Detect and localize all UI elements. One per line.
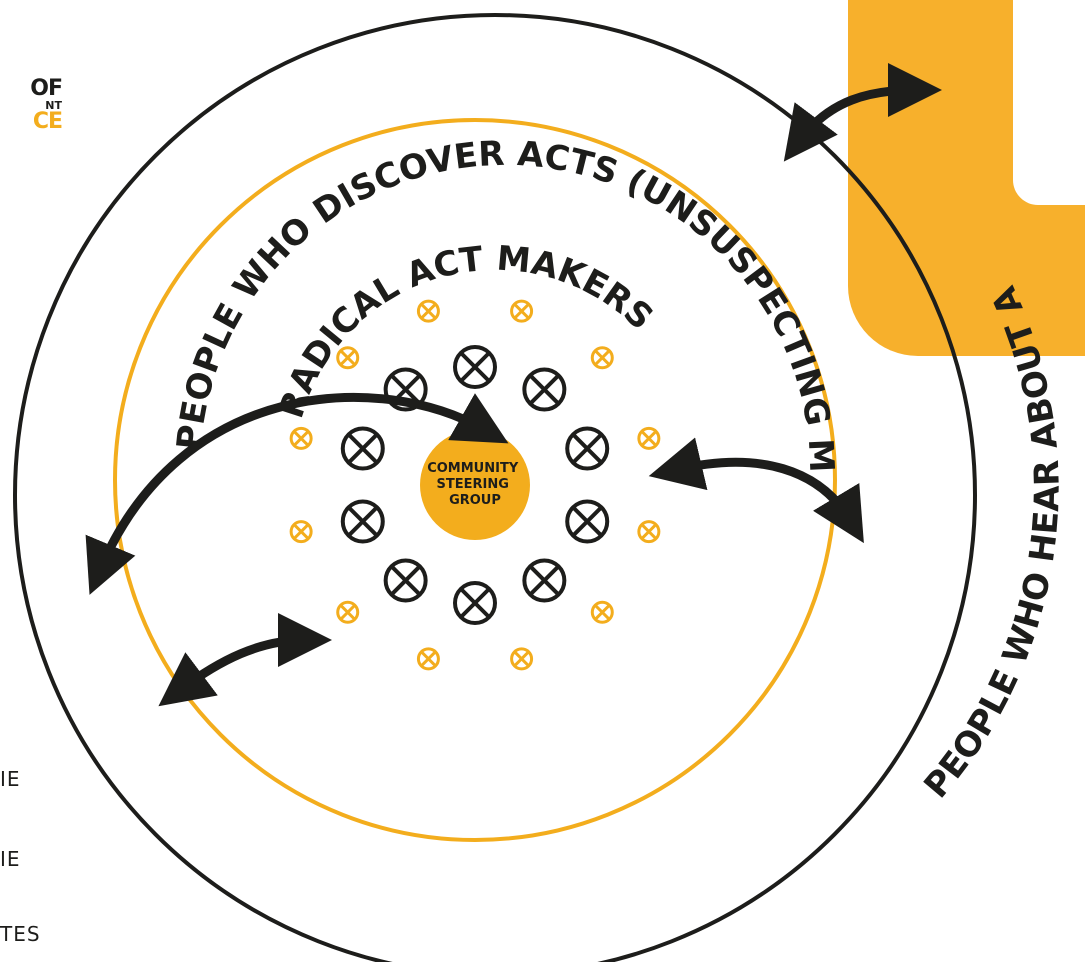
arrow-bottom-left [158,613,332,707]
orange-x-icon [336,346,360,370]
act-maker-x-icon [453,581,497,625]
act-maker-x-icon [383,558,428,603]
orange-x-icon [416,647,440,671]
act-maker-x-icon [453,345,497,389]
arrow-left [85,392,509,595]
logo: OF NT CE [0,76,63,134]
outer-ring [13,13,977,962]
orange-x-icon [336,600,360,624]
orange-x-icon [416,299,440,323]
orange-x-icon [289,520,313,544]
logo-line-2: NT [45,99,62,112]
orange-x-icon [510,299,534,323]
orange-x-icon [289,426,313,450]
act-maker-x-icon [522,558,567,603]
arrow-right [648,437,864,544]
act-maker-x-icon [522,367,567,412]
side-text-3: TES [0,922,41,946]
orange-x-icon [590,600,614,624]
orange-x-icon [590,346,614,370]
white-card-shape [1010,0,1085,208]
orange-x-icon [510,647,534,671]
act-maker-x-icon [340,499,385,544]
orange-x-icon [637,426,661,450]
logo-line-3: CE [32,109,63,134]
side-text-1: IE [0,767,21,791]
logo-line-1: OF [30,76,63,101]
act-maker-x-icon [340,426,385,471]
outer-ring-label-2: PEOPLE WHO HEAR ABOUT ACTS [0,0,1068,806]
act-maker-x-icon [565,499,610,544]
arrow-top-right [783,63,942,162]
side-text-2: IE [0,847,21,871]
orange-x-icon [637,520,661,544]
act-maker-x-icon [565,426,610,471]
